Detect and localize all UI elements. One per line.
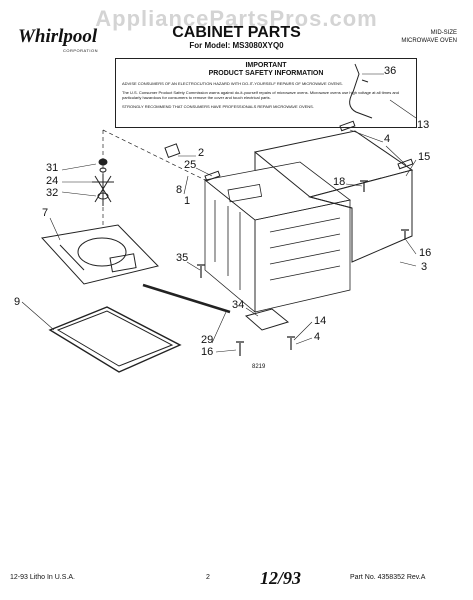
callout-31: 31 (46, 162, 59, 174)
strap (142, 283, 231, 314)
notice-paragraph-1: ADVISE CONSUMERS OF AN ELECTROCUTION HAZ… (122, 81, 343, 86)
power-cord (349, 63, 373, 119)
coupler-assembly (92, 158, 114, 206)
callout-16-bottom: 16 (201, 346, 214, 358)
callout-35: 35 (176, 252, 189, 264)
product-type-line1: MID-SIZE (430, 30, 457, 36)
logo-subtext: CORPORATION (63, 48, 98, 53)
model-number: For Model: MS3080XYQ0 (189, 41, 284, 50)
callout-29: 29 (201, 334, 214, 346)
callout-34: 34 (232, 299, 245, 311)
callout-24: 24 (46, 175, 59, 187)
footer-litho: 12-93 Litho In U.S.A. (10, 574, 75, 581)
notice-paragraph-2: The U.S. Consumer Product Safety Commiss… (122, 89, 400, 101)
clip-rear (339, 120, 356, 132)
product-type-line2: MICROWAVE OVEN (401, 38, 457, 44)
screws (197, 180, 409, 356)
handwritten-date: 12/93 (260, 568, 302, 588)
product-type: MID-SIZE MICROWAVE OVEN (401, 29, 457, 45)
cabinet-chassis (204, 161, 351, 313)
callout-13: 13 (417, 119, 430, 131)
clip (204, 170, 221, 182)
callout-8: 8 (176, 184, 183, 196)
outer-cabinet-wrapper (253, 130, 414, 263)
footer-page-number: 2 (206, 574, 210, 581)
whirlpool-logo: Whirlpool (18, 26, 98, 47)
cover-plate (244, 308, 290, 331)
watermark: AppliancePartsPros.com (95, 6, 378, 31)
page-title: CABINET PARTS (172, 24, 301, 41)
hinge-bracket (164, 143, 181, 159)
notice-subtitle: PRODUCT SAFETY INFORMATION (208, 70, 324, 77)
callout-9: 9 (14, 296, 21, 308)
callout-36: 36 (384, 65, 397, 77)
notice-paragraph-3: STRONGLY RECOMMEND THAT CONSUMERS HAVE P… (122, 103, 314, 109)
clip-side (397, 158, 414, 170)
callout-2: 2 (198, 147, 205, 159)
callout-14: 14 (314, 315, 327, 327)
floor-tray (48, 306, 182, 373)
callout-4-bottom: 4 (314, 331, 321, 343)
callout-3: 3 (421, 261, 428, 273)
notice-title: IMPORTANT (245, 62, 287, 69)
callout-1: 1 (184, 195, 191, 207)
callout-25: 25 (184, 159, 197, 171)
center-line (102, 129, 206, 181)
motor-bracket (41, 224, 159, 285)
callout-32: 32 (46, 187, 59, 199)
callout-15: 15 (418, 151, 431, 163)
safety-notice: IMPORTANT PRODUCT SAFETY INFORMATION ADV… (115, 58, 417, 128)
callout-4-top: 4 (384, 133, 391, 145)
callout-7: 7 (42, 207, 49, 219)
footer-part-number: Part No. 4358352 Rev.A (350, 574, 426, 581)
leader-lines (21, 73, 417, 353)
callout-16-right: 16 (419, 247, 432, 259)
figure-id: 8219 (252, 364, 266, 370)
callout-18: 18 (333, 176, 346, 188)
